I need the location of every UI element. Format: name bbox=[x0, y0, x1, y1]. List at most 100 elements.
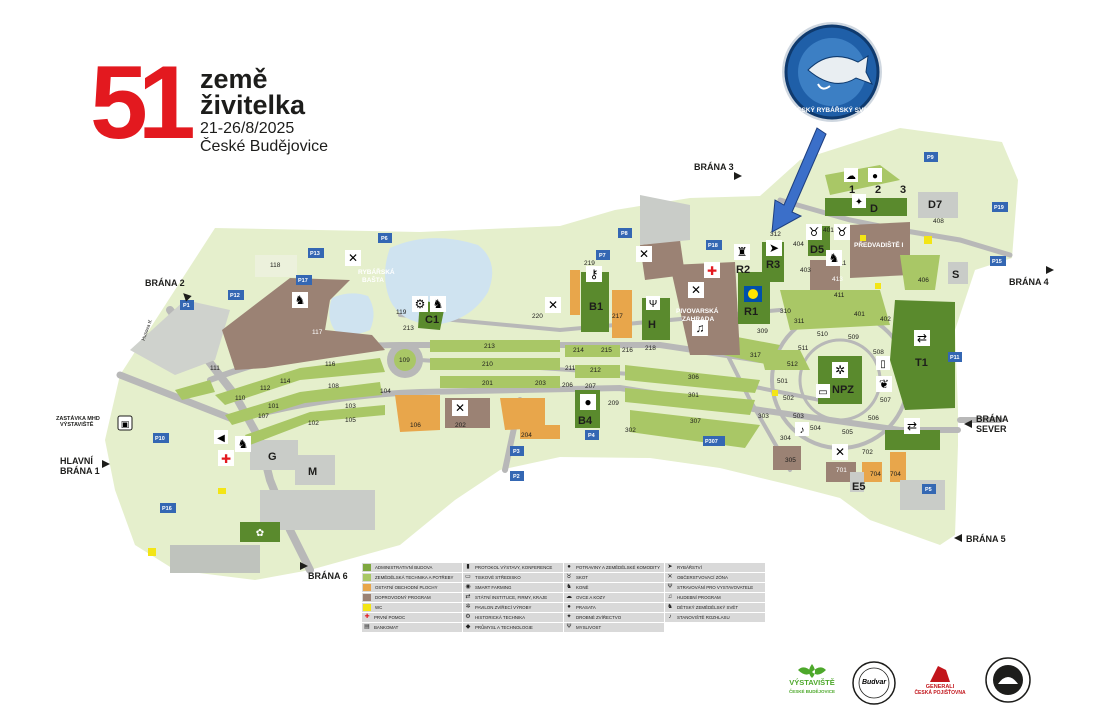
svg-text:503: 503 bbox=[793, 413, 804, 420]
legend-item: ♞KONĚ bbox=[564, 583, 664, 592]
svg-text:114: 114 bbox=[280, 378, 291, 385]
atm-icon: ▤ bbox=[364, 624, 370, 630]
label-m: M bbox=[308, 466, 317, 478]
kids-icon: ♞ bbox=[667, 604, 673, 610]
handshake-icon: ⇄ bbox=[465, 594, 471, 600]
svg-text:302: 302 bbox=[625, 427, 636, 434]
svg-text:206: 206 bbox=[562, 382, 573, 389]
parking-p16: P16 bbox=[162, 506, 172, 512]
svg-text:✦: ✦ bbox=[855, 197, 863, 208]
industry-icon: ◆ bbox=[465, 624, 471, 630]
legend-item: ▭TISKOVÉ STŘEDISKO bbox=[463, 573, 563, 582]
svg-text:511: 511 bbox=[798, 345, 809, 352]
legend-item: ▤BANKOMAT bbox=[362, 623, 462, 632]
svg-text:305: 305 bbox=[785, 457, 796, 464]
svg-text:✿: ✿ bbox=[256, 528, 264, 539]
svg-text:304: 304 bbox=[780, 435, 791, 442]
svg-text:119: 119 bbox=[396, 309, 407, 316]
cutlery-icon: Ψ bbox=[667, 584, 673, 590]
label-rybarska-basta-1: RYBÁŘSKÁ bbox=[358, 267, 395, 276]
svg-text:♉: ♉ bbox=[837, 225, 848, 239]
svg-text:211: 211 bbox=[565, 365, 576, 372]
legend-item: ✚PRVNÍ POMOC bbox=[362, 613, 462, 622]
sheep-icon: ☁ bbox=[566, 594, 572, 600]
svg-text:▣: ▣ bbox=[121, 419, 130, 429]
horse-icon: ♞ bbox=[292, 292, 308, 308]
svg-text:509: 509 bbox=[848, 334, 859, 341]
pond bbox=[329, 293, 374, 335]
label-r3: R3 bbox=[766, 259, 780, 271]
label-npz: NPZ bbox=[832, 384, 854, 396]
svg-text:704: 704 bbox=[870, 471, 881, 478]
svg-text:✕: ✕ bbox=[455, 401, 465, 415]
svg-text:♉: ♉ bbox=[809, 225, 820, 239]
gate-3-label: BRÁNA 3 bbox=[694, 162, 734, 172]
label-d5: D5 bbox=[810, 244, 824, 256]
legend-item: ✦DROBNÉ ZVÍŘECTVO bbox=[564, 613, 664, 622]
svg-text:♪: ♪ bbox=[800, 425, 805, 436]
parking-p3: P3 bbox=[513, 449, 520, 455]
svg-text:✚: ✚ bbox=[221, 452, 231, 466]
label-r1: R1 bbox=[744, 306, 758, 318]
svg-text:➤: ➤ bbox=[769, 241, 779, 255]
svg-text:♜: ♜ bbox=[737, 245, 748, 259]
svg-text:112: 112 bbox=[260, 385, 271, 392]
svg-text:102: 102 bbox=[308, 420, 319, 427]
horse-icon: ♞ bbox=[566, 584, 572, 590]
svg-text:107: 107 bbox=[258, 413, 269, 420]
svg-text:704: 704 bbox=[890, 471, 901, 478]
label-3: 3 bbox=[900, 184, 906, 196]
legend-item: ⇄STÁTNÍ INSTITUCE, FIRMY, KRAJE bbox=[463, 593, 563, 602]
svg-text:413: 413 bbox=[832, 276, 843, 283]
legend-item: ⚙HISTORICKÁ TECHNIKA bbox=[463, 613, 563, 622]
svg-text:111: 111 bbox=[210, 365, 220, 372]
vystaviste-logo-sub: ČESKÉ BUDĚJOVICE bbox=[788, 689, 835, 694]
svg-text:411: 411 bbox=[834, 292, 845, 299]
building-labels: B1 B4 C1 H R1 R2 R3 D D5 D7 T1 NPZ G M E… bbox=[268, 184, 959, 493]
parking-p18: P18 bbox=[708, 243, 718, 249]
restaurant-icon: ✕ bbox=[636, 246, 652, 262]
svg-text:◀: ◀ bbox=[217, 433, 225, 444]
label-c1: C1 bbox=[425, 314, 439, 326]
music-icon: ♫ bbox=[667, 594, 673, 600]
svg-text:✕: ✕ bbox=[548, 298, 558, 312]
label-rybarska-basta-2: BAŠTA bbox=[362, 275, 384, 284]
svg-text:216: 216 bbox=[622, 347, 633, 354]
bus-stop-label-1: ZASTÁVKA MHD bbox=[56, 416, 100, 422]
vystaviste-logo-text: VÝSTAVIŠTĚ bbox=[789, 678, 835, 687]
svg-text:307: 307 bbox=[690, 418, 701, 425]
label-d: D bbox=[870, 203, 878, 215]
legend-item: ➤RYBÁŘSTVÍ bbox=[665, 563, 765, 572]
tractor-icon: ⚙ bbox=[465, 614, 471, 620]
sheep-icon: ☁ bbox=[844, 168, 858, 182]
gear-icon: ✲ bbox=[832, 362, 848, 378]
parking-p8: P8 bbox=[621, 231, 628, 237]
svg-text:118: 118 bbox=[270, 262, 281, 269]
svg-text:401: 401 bbox=[823, 227, 834, 234]
bird-icon: ✦ bbox=[566, 614, 572, 620]
parking-p5: P5 bbox=[925, 487, 932, 493]
roundabout-center bbox=[394, 349, 416, 371]
svg-text:401: 401 bbox=[854, 311, 865, 318]
parking-p9: P9 bbox=[927, 155, 934, 161]
svg-text:408: 408 bbox=[933, 218, 944, 225]
gate-2-label: BRÁNA 2 bbox=[145, 278, 185, 288]
lidl-icon bbox=[744, 286, 762, 302]
svg-text:220: 220 bbox=[532, 313, 543, 320]
svg-text:510: 510 bbox=[817, 331, 828, 338]
legend-item: ♉SKOT bbox=[564, 573, 664, 582]
legend-item: ♫HUDEBNÍ PROGRAM bbox=[665, 593, 765, 602]
parking-p15: P15 bbox=[992, 259, 1002, 265]
parking-p11: P11 bbox=[950, 355, 959, 361]
svg-text:209: 209 bbox=[608, 400, 619, 407]
cannabis-icon: ✿ bbox=[256, 528, 264, 539]
wc-markers bbox=[148, 235, 932, 556]
parking-p7: P7 bbox=[599, 253, 606, 259]
svg-text:103: 103 bbox=[345, 403, 356, 410]
svg-text:311: 311 bbox=[794, 318, 805, 325]
main-gate-label-2: BRÁNA 1 bbox=[60, 466, 100, 476]
svg-text:▯: ▯ bbox=[880, 359, 886, 370]
parking-p1: P1 bbox=[183, 303, 190, 309]
